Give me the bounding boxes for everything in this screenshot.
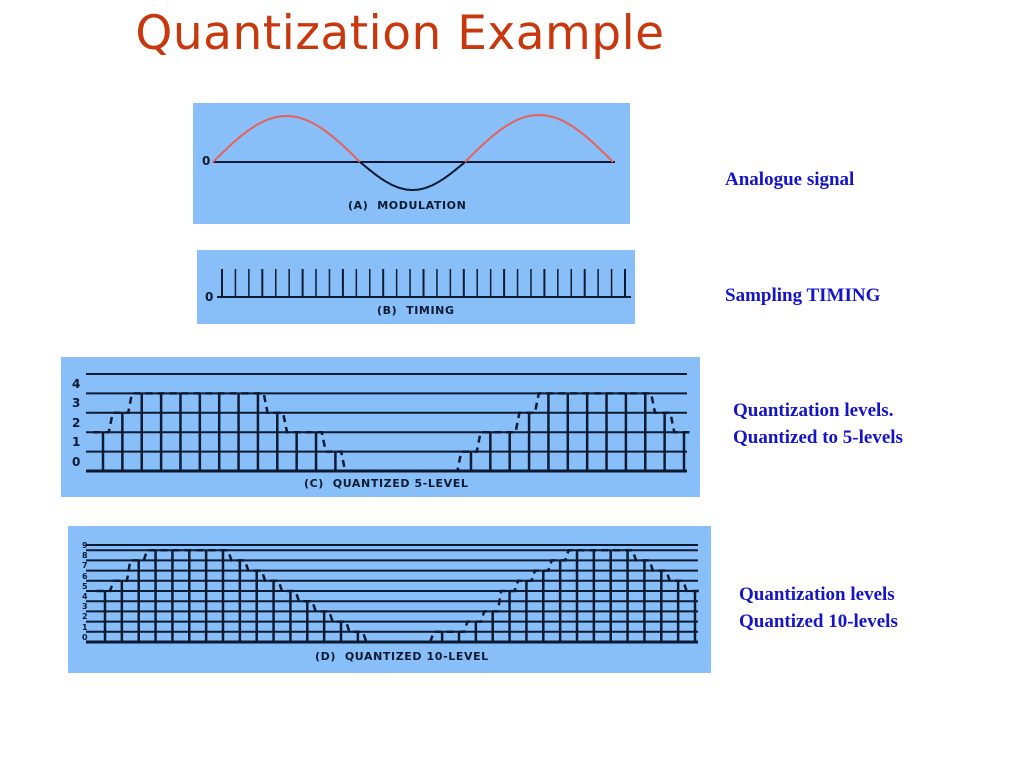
level-label: 1 — [82, 622, 88, 632]
quantization-5-label-line1: Quantization levels. — [733, 400, 894, 421]
quantization-10-label-line1: Quantization levels — [739, 584, 895, 605]
quantized-5-level-caption: (C) QUANTIZED 5-LEVEL — [304, 477, 469, 490]
analogue-signal-label: Analogue signal — [725, 169, 855, 190]
timing-caption: (B) TIMING — [377, 304, 455, 317]
sampling-timing-label: Sampling TIMING — [725, 285, 881, 306]
timing-panel: 0 (B) TIMING — [197, 250, 635, 324]
level-label: 0 — [72, 454, 81, 469]
page-title: Quantization Example — [135, 6, 665, 61]
analogue-sine-wave — [212, 113, 615, 191]
level-label: 3 — [72, 396, 81, 411]
quantized-10-level-graph — [86, 544, 701, 644]
level-label: 4 — [82, 592, 88, 601]
level-label: 4 — [72, 377, 81, 391]
zero-axis-label: 0 — [205, 290, 214, 304]
quantized-5-level-panel: 4 3 2 1 0 (C) QUANTIZED 5-LEVEL — [61, 357, 700, 497]
level-label: 8 — [82, 551, 88, 561]
quantization-5-label-line2: Quantized to 5-levels — [733, 427, 903, 448]
quantized-10-level-caption: (D) QUANTIZED 10-LEVEL — [315, 650, 489, 663]
quantization-10-label-line2: Quantized 10-levels — [739, 611, 898, 632]
modulation-panel: 0 (A) MODULATION — [193, 103, 630, 224]
level-label: 7 — [82, 561, 88, 571]
level-label: 5 — [82, 581, 88, 591]
level-label: 3 — [82, 602, 88, 612]
level-label: 2 — [72, 415, 81, 430]
level-label: 2 — [82, 612, 88, 622]
quantized-5-level-graph — [86, 373, 690, 473]
sampling-pulses — [217, 269, 631, 298]
level-label: 6 — [82, 571, 88, 581]
level-label: 1 — [72, 435, 81, 450]
level-label: 9 — [82, 541, 88, 550]
zero-axis-label: 0 — [202, 154, 211, 168]
level-label: 0 — [82, 632, 88, 642]
modulation-caption: (A) MODULATION — [348, 199, 467, 212]
